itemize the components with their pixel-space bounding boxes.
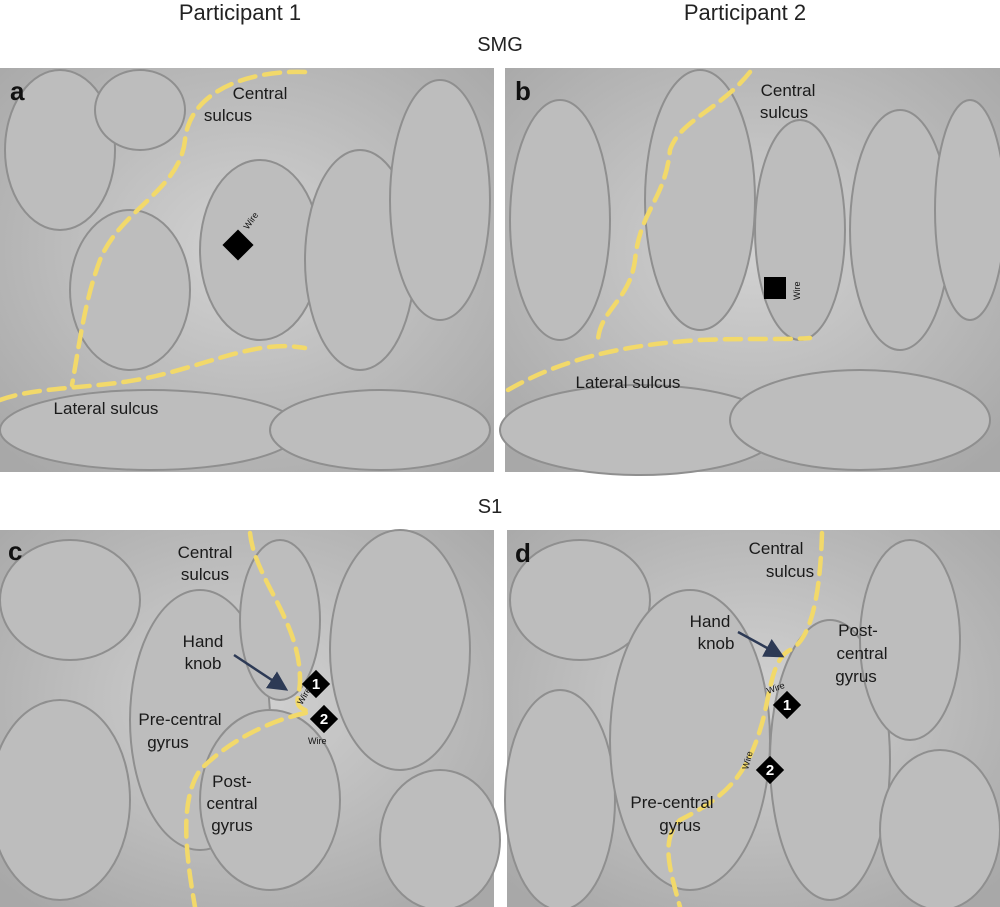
precentral-label: Pre-central bbox=[138, 710, 221, 729]
electrode-marker bbox=[222, 229, 254, 261]
panel-letter: a bbox=[10, 76, 25, 106]
gyri bbox=[0, 529, 501, 907]
participant-1-header: Participant 1 bbox=[178, 0, 302, 25]
s1-header: S1 bbox=[477, 496, 503, 518]
gyri bbox=[0, 69, 491, 471]
precentral-label: Pre-central bbox=[630, 793, 713, 812]
hand-knob-label: knob bbox=[185, 654, 222, 673]
wire-label: Wire bbox=[792, 282, 802, 301]
postcentral-label: Post- bbox=[212, 772, 252, 791]
central-sulcus-line bbox=[595, 69, 753, 343]
arrow-icon bbox=[737, 630, 785, 658]
hand-knob-label: Hand bbox=[690, 612, 731, 631]
wire-label: Wire bbox=[308, 736, 327, 746]
wire-label: Wire bbox=[740, 750, 754, 770]
panel-c: c Central sulcus Hand knob Pre-central g… bbox=[0, 529, 501, 907]
electrode-number: 1 bbox=[783, 697, 791, 714]
hand-knob-label: Hand bbox=[183, 632, 224, 651]
central-label: sulcus bbox=[204, 106, 252, 125]
electrode-marker bbox=[764, 277, 786, 299]
electrode-marker-1 bbox=[772, 690, 802, 720]
participant-2-header: Participant 2 bbox=[683, 0, 807, 25]
postcentral-label: gyrus bbox=[835, 667, 877, 686]
panel-letter: d bbox=[515, 538, 531, 568]
central-label: Central bbox=[749, 539, 804, 558]
central-label: Central bbox=[178, 543, 233, 562]
precentral-label: gyrus bbox=[659, 816, 701, 835]
postcentral-label: central bbox=[836, 644, 887, 663]
central-sulcus-line bbox=[666, 530, 825, 907]
panel-letter: c bbox=[8, 536, 22, 566]
smg-header: SMG bbox=[477, 34, 523, 56]
precentral-label: gyrus bbox=[147, 733, 189, 752]
central-label: sulcus bbox=[766, 562, 814, 581]
lateral-sulcus-line bbox=[0, 343, 308, 403]
lateral-sulcus-line bbox=[505, 335, 813, 393]
electrode-number: 2 bbox=[766, 762, 774, 779]
gyri bbox=[499, 69, 1000, 476]
panel-a: a Central sulcus Lateral sulcus Wire bbox=[0, 68, 494, 472]
postcentral-label: Post- bbox=[838, 621, 878, 640]
postcentral-label: gyrus bbox=[211, 816, 253, 835]
electrode-marker-2 bbox=[309, 704, 339, 734]
central-label: Central bbox=[761, 81, 816, 100]
gyri bbox=[504, 539, 1000, 907]
electrode-number: 1 bbox=[312, 676, 320, 693]
arrow-icon bbox=[233, 653, 289, 691]
lateral-label: Lateral sulcus bbox=[54, 399, 159, 418]
electrode-number: 2 bbox=[320, 711, 328, 728]
central-label: sulcus bbox=[760, 103, 808, 122]
lateral-label: Lateral sulcus bbox=[576, 373, 681, 392]
central-label: Central bbox=[233, 84, 288, 103]
central-sulcus-line bbox=[69, 69, 308, 388]
electrode-marker-2 bbox=[755, 755, 785, 785]
panel-letter: b bbox=[515, 76, 531, 106]
electrode-marker-1 bbox=[301, 669, 331, 699]
central-sulcus-line bbox=[184, 530, 319, 907]
central-label: sulcus bbox=[181, 565, 229, 584]
postcentral-label: central bbox=[206, 794, 257, 813]
panel-b: b Central sulcus Lateral sulcus Wire bbox=[499, 68, 1000, 476]
hand-knob-label: knob bbox=[698, 634, 735, 653]
panel-d: d Central sulcus Hand knob Post- central… bbox=[504, 530, 1000, 907]
